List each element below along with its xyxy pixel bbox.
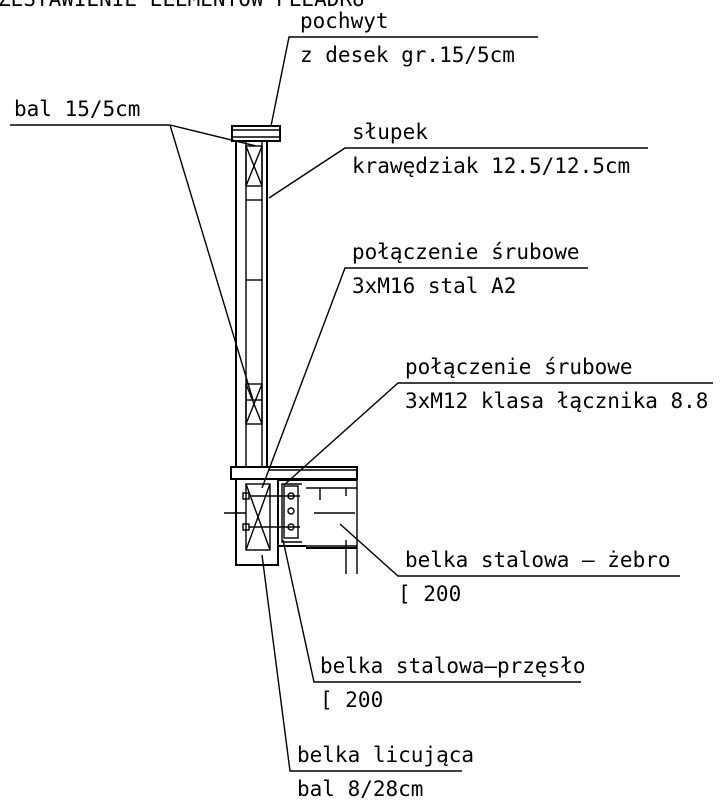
label-przeslo-spec: [ 200 [320, 688, 383, 712]
callout-zebro: belka stalowa – żebro [ 200 [398, 548, 671, 606]
callout-polaczenie-2: połączenie śrubowe 3xM12 klasa łącznika … [405, 355, 708, 413]
flush-beam [224, 478, 279, 566]
label-bal: bal 15/5cm [14, 97, 140, 121]
label-polaczenie-2-spec: 3xM12 klasa łącznika 8.8 [405, 389, 708, 413]
bolt-block-bottom [245, 383, 263, 425]
label-polaczenie-1: połączenie śrubowe [352, 240, 580, 264]
label-pochwyt-spec: z desek gr.15/5cm [300, 43, 515, 67]
label-pochwyt: pochwyt [300, 9, 389, 33]
handrail-cap [231, 125, 281, 142]
label-zebro-spec: [ 200 [398, 582, 461, 606]
label-przeslo: belka stalowa–przęsło [320, 654, 586, 678]
callout-licujaca: belka licująca bal 8/28cm [297, 743, 474, 801]
label-zebro: belka stalowa – żebro [405, 548, 671, 572]
callout-polaczenie-1: połączenie śrubowe 3xM16 stal A2 [352, 240, 580, 298]
steel-channel-assembly [242, 479, 358, 574]
post-assembly [231, 125, 281, 468]
label-polaczenie-2: połączenie śrubowe [405, 355, 633, 379]
deck-plank [230, 466, 358, 480]
label-slupek: słupek [352, 120, 428, 144]
callout-przeslo: belka stalowa–przęsło [ 200 [320, 654, 586, 712]
callout-pochwyt: pochwyt z desek gr.15/5cm [300, 9, 515, 67]
label-licujaca: belka licująca [297, 743, 474, 767]
label-licujaca-spec: bal 8/28cm [297, 777, 423, 801]
callout-bal: bal 15/5cm [14, 97, 140, 121]
callout-slupek: słupek krawędziak 12.5/12.5cm [352, 120, 630, 178]
label-slupek-spec: krawędziak 12.5/12.5cm [352, 154, 630, 178]
leader-lines [10, 36, 713, 772]
label-polaczenie-1-spec: 3xM16 stal A2 [352, 274, 516, 298]
title-fragment: ZESTAWIENIE ELEMENTÓW PLEADRU [0, 0, 365, 11]
